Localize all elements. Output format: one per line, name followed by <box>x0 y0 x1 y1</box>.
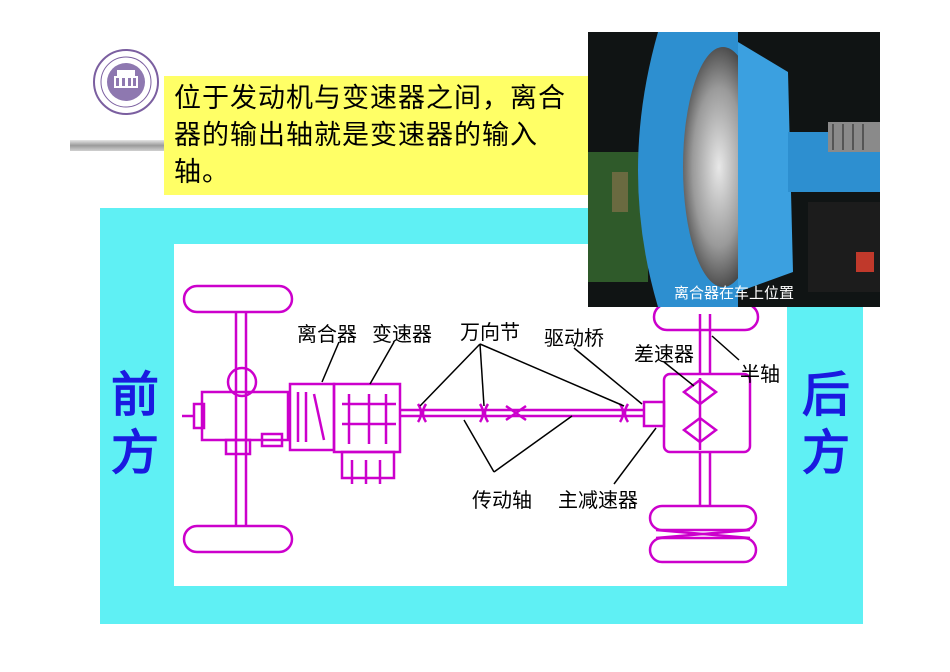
rear-label: 后方 <box>801 367 850 481</box>
callout-text: 位于发动机与变速器之间，离合器的输出轴就是变速器的输入轴。 <box>174 83 566 188</box>
label-gearbox: 变速器 <box>372 322 432 346</box>
label-final-drive: 主减速器 <box>558 488 638 512</box>
label-drive-axle: 驱动桥 <box>544 326 604 350</box>
front-label: 前方 <box>110 367 159 481</box>
label-drive-shaft: 传动轴 <box>472 488 532 512</box>
photo-caption: 离合器在车上位置 <box>673 284 794 302</box>
label-half-shaft: 半轴 <box>740 362 780 386</box>
university-seal-icon <box>92 48 160 116</box>
front-wheel-left <box>182 284 294 314</box>
callout-box: 位于发动机与变速器之间，离合器的输出轴就是变速器的输入轴。 <box>164 76 588 195</box>
label-differential: 差速器 <box>634 342 694 366</box>
front-wheel-right <box>182 524 294 554</box>
label-clutch: 离合器 <box>297 322 357 346</box>
clutch-photo: 离合器在车上位置 <box>588 32 880 307</box>
label-universal-joint: 万向节 <box>460 320 520 344</box>
